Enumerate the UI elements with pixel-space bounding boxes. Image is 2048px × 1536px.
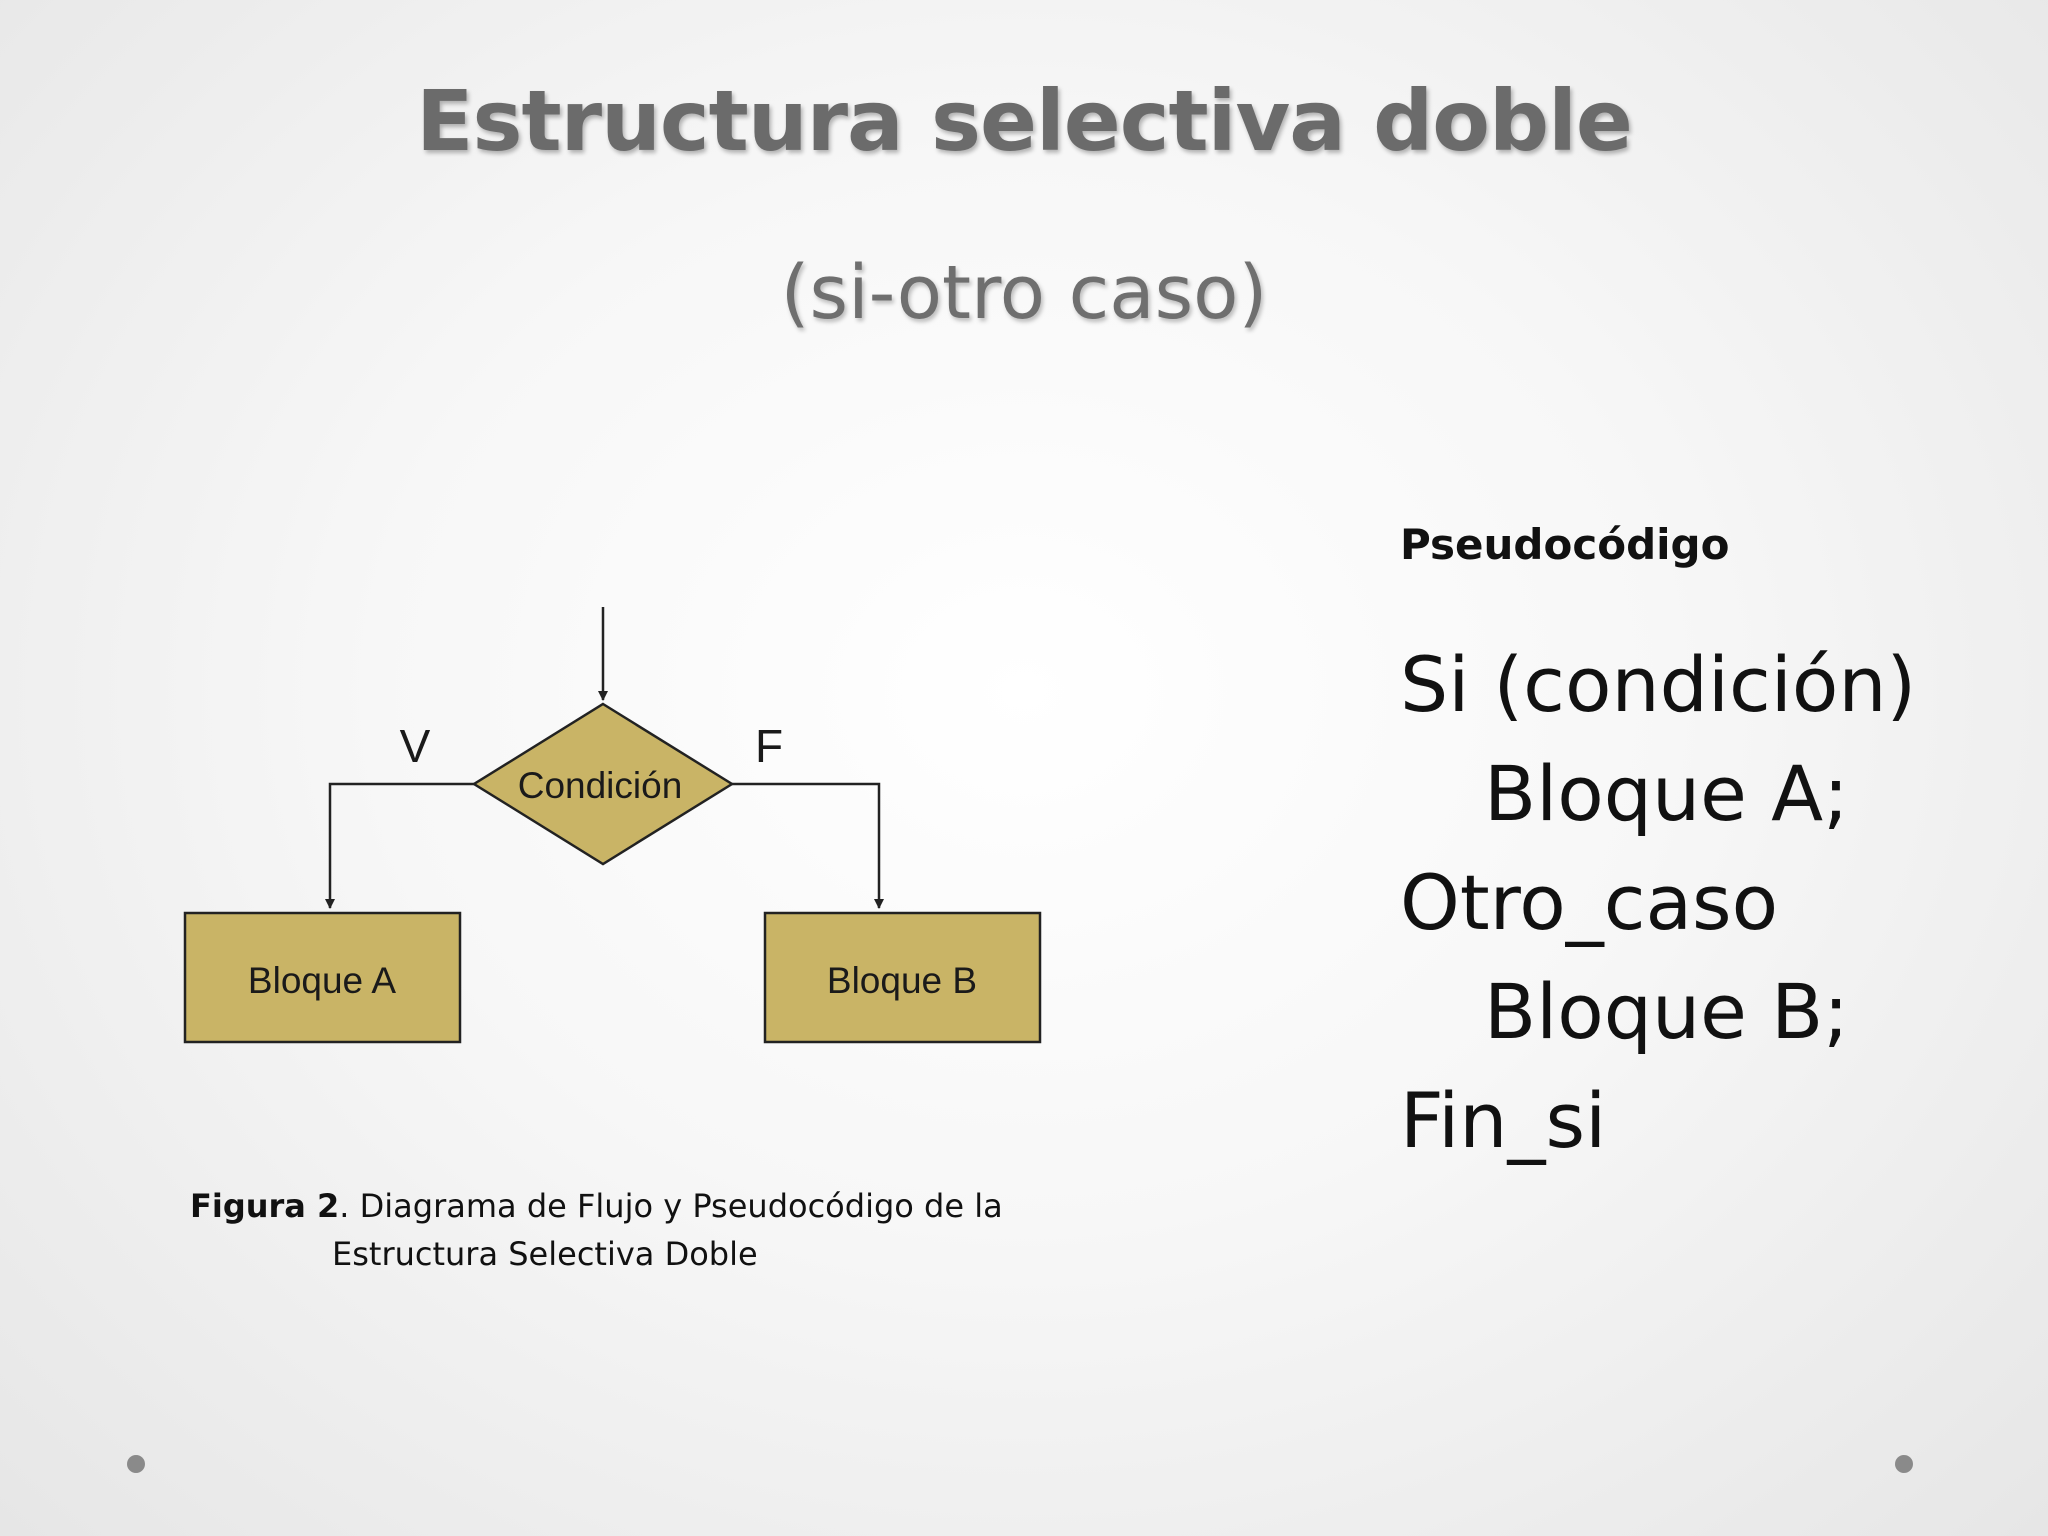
slide-decoration-dot bbox=[1895, 1455, 1913, 1473]
condition-label: Condición bbox=[518, 765, 683, 806]
caption-text-line1: . Diagrama de Flujo y Pseudocódigo de la bbox=[339, 1187, 1003, 1225]
false-label: F bbox=[755, 720, 783, 772]
block-b-label: Bloque B bbox=[827, 960, 977, 1001]
slide-title: Estructura selectiva doble bbox=[416, 72, 1633, 170]
pseudocode-line: Bloque B; bbox=[1484, 967, 1849, 1056]
figure-caption: Figura 2. Diagrama de Flujo y Pseudocódi… bbox=[190, 1182, 1090, 1278]
pseudocode-line: Si (condición) bbox=[1400, 640, 1917, 729]
pseudocode-block: Si (condición) Bloque A; Otro_caso Bloqu… bbox=[1400, 630, 1916, 1175]
pseudocode-line: Bloque A; bbox=[1484, 749, 1849, 838]
block-a-label: Bloque A bbox=[248, 960, 396, 1001]
figure-label: Figura 2 bbox=[190, 1187, 340, 1225]
true-label: V bbox=[400, 720, 431, 772]
caption-text-line2: Estructura Selectiva Doble bbox=[332, 1235, 758, 1273]
false-branch-arrow bbox=[732, 782, 884, 909]
pseudocode-line: Otro_caso bbox=[1400, 858, 1779, 947]
block-a-box bbox=[183, 911, 462, 1044]
true-branch-arrow bbox=[325, 782, 474, 909]
pseudocode-heading: Pseudocódigo bbox=[1400, 520, 1730, 569]
pseudocode-line: Fin_si bbox=[1400, 1076, 1607, 1165]
block-b-box bbox=[763, 911, 1042, 1044]
slide-subtitle: (si-otro caso) bbox=[780, 250, 1268, 336]
slide-decoration-dot bbox=[127, 1455, 145, 1473]
condition-diamond bbox=[471, 702, 735, 866]
